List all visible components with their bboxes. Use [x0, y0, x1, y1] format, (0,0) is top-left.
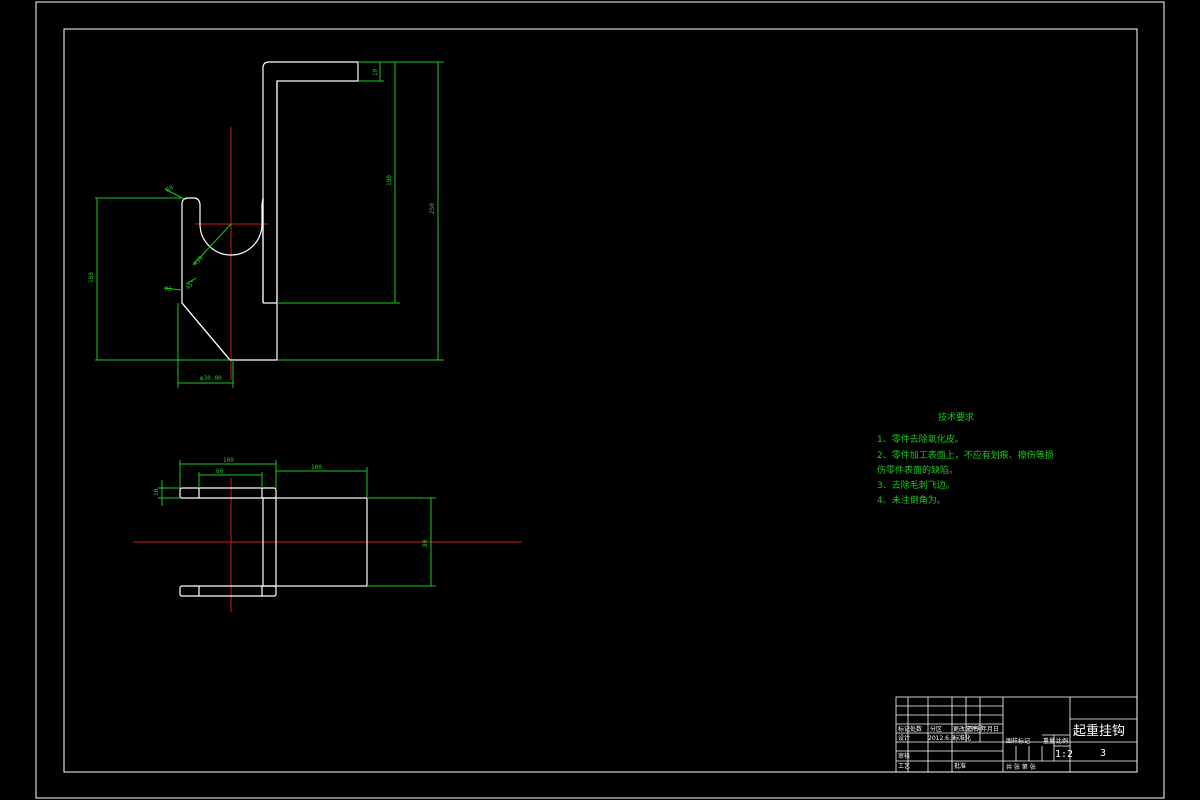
tb-sheet-no: 3 — [1100, 748, 1106, 759]
tb-designer-label: 设计 — [898, 734, 910, 742]
tb-check-label: 审核 — [898, 752, 910, 760]
plan-view: 100 60 100 10 80 — [133, 457, 522, 612]
inner-frame — [63, 28, 1138, 773]
dim-plan-right: 100 — [311, 464, 322, 471]
note-item-3: 伤零件表面的缺陷。 — [877, 464, 958, 476]
dim-chamfer-b: 45° — [184, 279, 197, 292]
notes-heading: 技术要求 — [938, 411, 974, 423]
hook-inner-line — [263, 81, 278, 304]
plan-body — [262, 497, 368, 587]
outer-frame — [35, 1, 1165, 799]
tb-drawing-no: 图样标记 — [1006, 737, 1030, 745]
tb-scale: 1:2 — [1055, 749, 1073, 760]
hook-outline — [181, 61, 359, 361]
tb-mark-label: 标记 — [898, 725, 910, 733]
tb-zone-label: 分区 — [930, 725, 942, 733]
title-block: 标记 处数 分区 更改文件号 签名 年月日 设计 2012.6.5 标准化 审核… — [895, 696, 1138, 773]
tb-sign-label: 签名 — [967, 725, 979, 733]
tb-approve-label: 批准 — [954, 762, 966, 770]
dim-chamfer-a: R5 — [165, 286, 173, 293]
tb-sheets-label: 共 张 第 张 — [1006, 763, 1036, 771]
dim-overall-height: 250 — [429, 203, 436, 214]
note-item-5: 4、未注倒角为。 — [877, 494, 946, 506]
dim-arc: R30 — [192, 254, 205, 267]
dim-plan-height: 80 — [422, 539, 429, 547]
dim-bottom-offset: φ30.00 — [200, 375, 222, 382]
dim-inner-height: 190 — [386, 175, 393, 186]
note-item-1: 1、零件去除氧化皮。 — [877, 433, 964, 445]
dim-left-height: 180 — [88, 272, 95, 283]
plan-dimensions: 100 60 100 10 80 — [153, 457, 436, 587]
front-dimensions: 250 190 10 180 φ30.00 R8 — [88, 61, 444, 388]
note-item-2: 2、零件加工表面上，不应有划痕、擦伤等损 — [877, 449, 1054, 461]
tb-std-label: 标准化 — [953, 734, 971, 742]
tb-change-label: 更改文件号 — [953, 725, 983, 733]
dim-plan-overall: 100 — [223, 457, 234, 464]
dim-top-lip: 10 — [372, 68, 379, 76]
plan-bottom-flange — [179, 585, 277, 597]
dim-plan-inner: 60 — [216, 468, 224, 475]
tb-count-label: 处数 — [910, 725, 922, 733]
plan-top-flange — [179, 487, 277, 499]
note-item-4: 3、去除毛刺飞边。 — [877, 479, 955, 491]
tb-process-label: 工艺 — [898, 762, 910, 770]
dim-plan-thick: 10 — [153, 488, 160, 496]
tb-part-name: 起重挂钩 — [1073, 723, 1125, 739]
tb-date-code: 2012.6.5 — [928, 735, 955, 742]
tb-ratio-label: 比例 — [1056, 737, 1068, 745]
tb-weight-label: 重量 — [1043, 737, 1055, 745]
dim-fillet: R8 — [165, 184, 175, 194]
technical-notes: 技术要求 1、零件去除氧化皮。 2、零件加工表面上，不应有划痕、擦伤等损 伤零件… — [877, 411, 1054, 506]
hook-slant — [181, 302, 231, 361]
front-view: 250 190 10 180 φ30.00 R8 — [88, 61, 444, 388]
tb-ymd-label: 年月日 — [981, 725, 999, 733]
